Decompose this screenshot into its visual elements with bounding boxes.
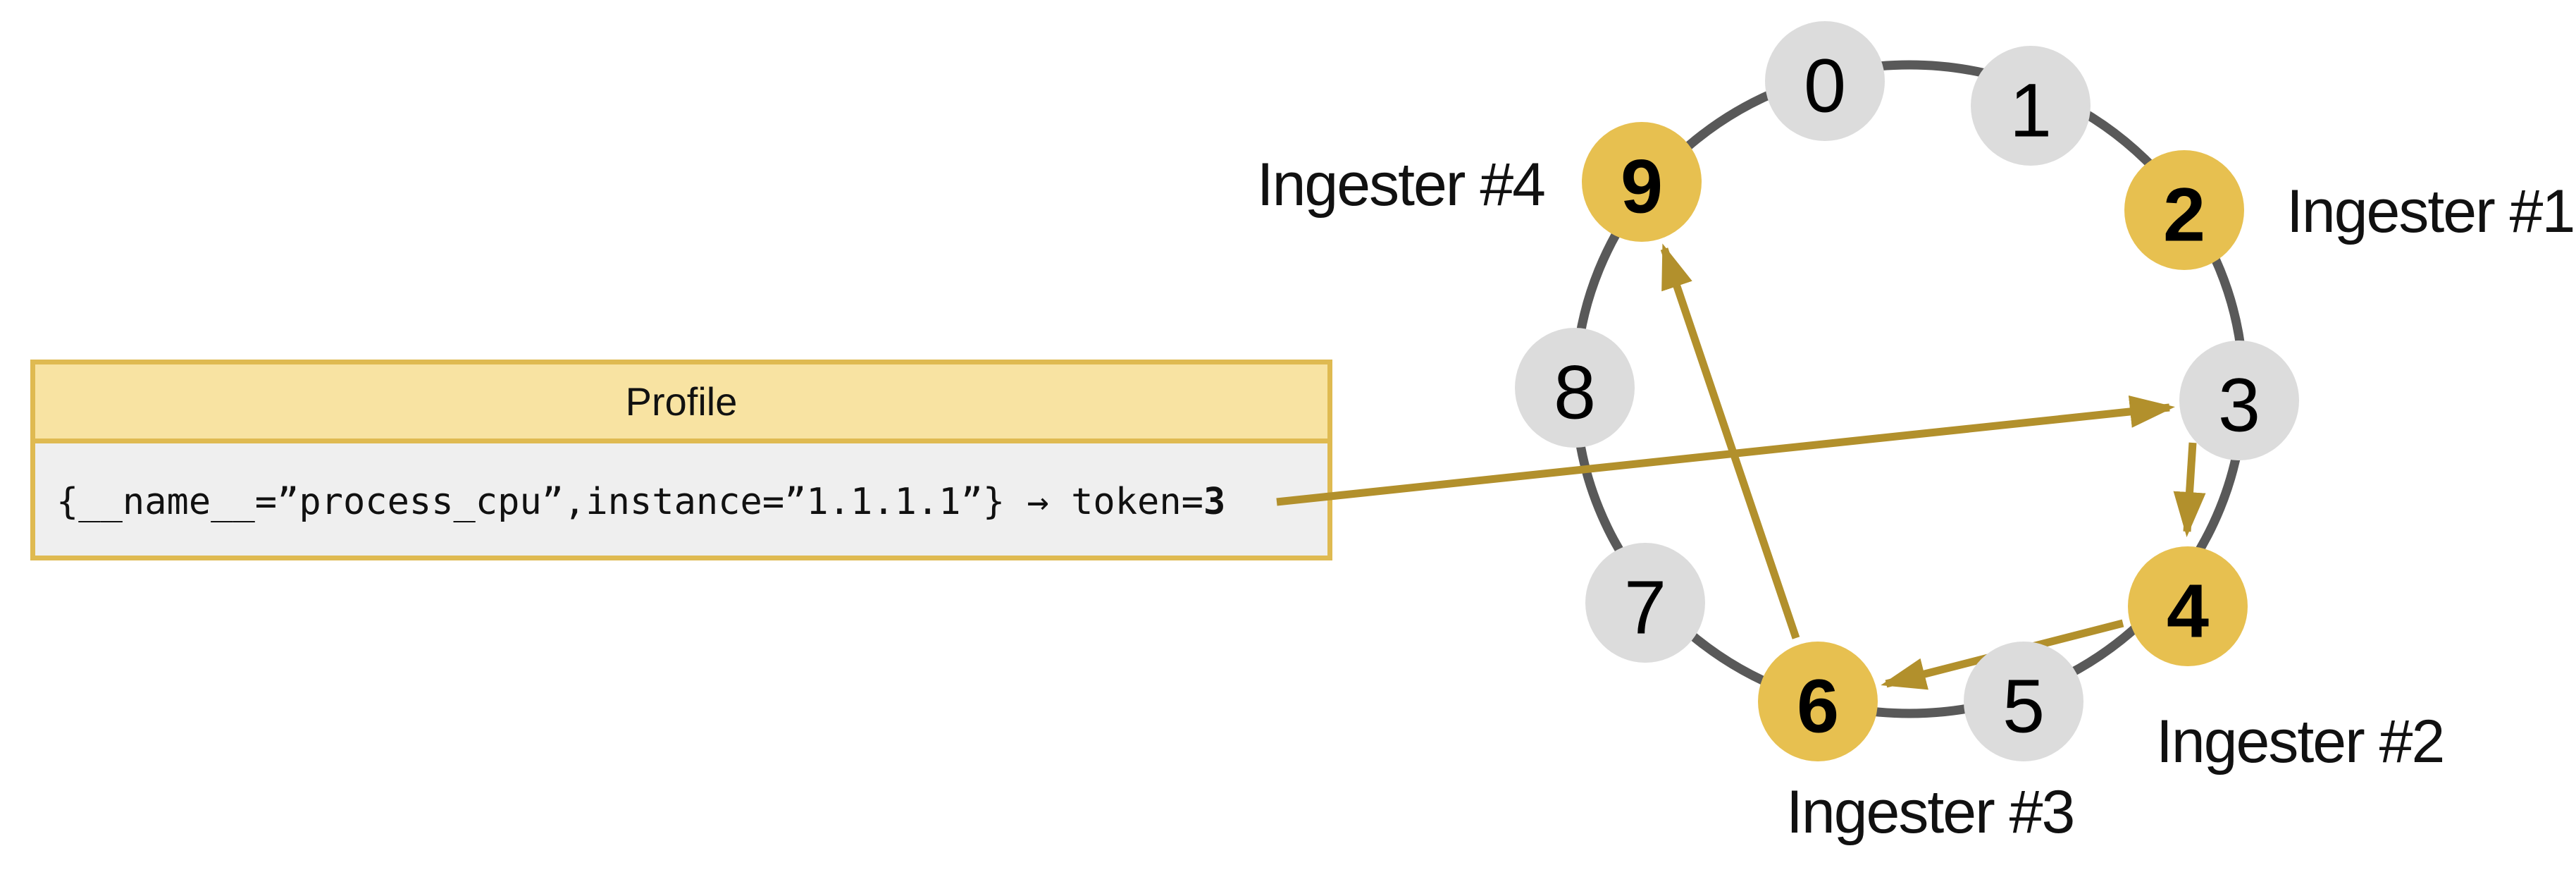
ring-node-circle-2 — [2124, 150, 2244, 270]
ring-node-circle-6 — [1758, 642, 1878, 761]
ring-node-4: 4 — [2128, 546, 2248, 666]
ring-node-0: 0 — [1765, 21, 1885, 141]
replication-arrows — [1276, 243, 2206, 690]
ring-node-value-4: 4 — [2167, 568, 2209, 654]
token-value: 3 — [1203, 481, 1226, 523]
ring-node-2: 2 — [2124, 150, 2244, 270]
ring-node-value-2: 2 — [2163, 172, 2205, 257]
ring-node-5: 5 — [1964, 642, 2083, 761]
ring-node-circle-3 — [2179, 341, 2299, 460]
ring-node-8: 8 — [1515, 328, 1635, 448]
ring-node-6: 6 — [1758, 642, 1878, 761]
profile-expression-text: {__name__=”process_cpu”,instance=”1.1.1.… — [56, 481, 1203, 523]
ring-node-circle-5 — [1964, 642, 2083, 761]
ring-node-value-6: 6 — [1797, 663, 1839, 749]
ring-node-3: 3 — [2179, 341, 2299, 460]
profile-expression: {__name__=”process_cpu”,instance=”1.1.1.… — [35, 443, 1327, 560]
ring-node-7: 7 — [1585, 543, 1705, 663]
ring-node-circle-7 — [1585, 543, 1705, 663]
ring-node-circle-1 — [1971, 46, 2091, 166]
ring-node-value-3: 3 — [2218, 362, 2260, 448]
ingester-labels: Ingester #1 Ingester #2 Ingester #3 Ingeste… — [1257, 151, 2576, 846]
ring-node-value-5: 5 — [2002, 663, 2045, 749]
ring-node-value-7: 7 — [1624, 565, 1666, 650]
label-ingester-1: Ingester #1 — [2286, 178, 2574, 245]
ring-node-circle-9 — [1582, 122, 1702, 242]
label-ingester-2: Ingester #2 — [2156, 708, 2444, 775]
ring-node-value-1: 1 — [2010, 68, 2052, 153]
ring-node-circle-0 — [1765, 21, 1885, 141]
arrow-token-3-to-node-4 — [2173, 442, 2206, 537]
arrow-node-6-to-node-9 — [1660, 243, 1800, 639]
token-nodes: 0 1 2 3 4 5 6 7 8 9 — [1515, 21, 2299, 761]
label-ingester-4: Ingester #4 — [1257, 151, 1544, 219]
arrow-profile-to-token-3 — [1276, 395, 2175, 506]
label-ingester-3: Ingester #3 — [1786, 778, 2074, 846]
ring-node-9: 9 — [1582, 122, 1702, 242]
ring-node-circle-8 — [1515, 328, 1635, 448]
ring-node-1: 1 — [1971, 46, 2091, 166]
profile-box: Profile {__name__=”process_cpu”,instance… — [30, 360, 1332, 560]
profile-box-title: Profile — [35, 364, 1327, 443]
ring-node-circle-4 — [2128, 546, 2248, 666]
ring-node-value-0: 0 — [1804, 43, 1846, 128]
ring-node-value-8: 8 — [1554, 350, 1596, 435]
ring-node-value-9: 9 — [1621, 144, 1663, 229]
